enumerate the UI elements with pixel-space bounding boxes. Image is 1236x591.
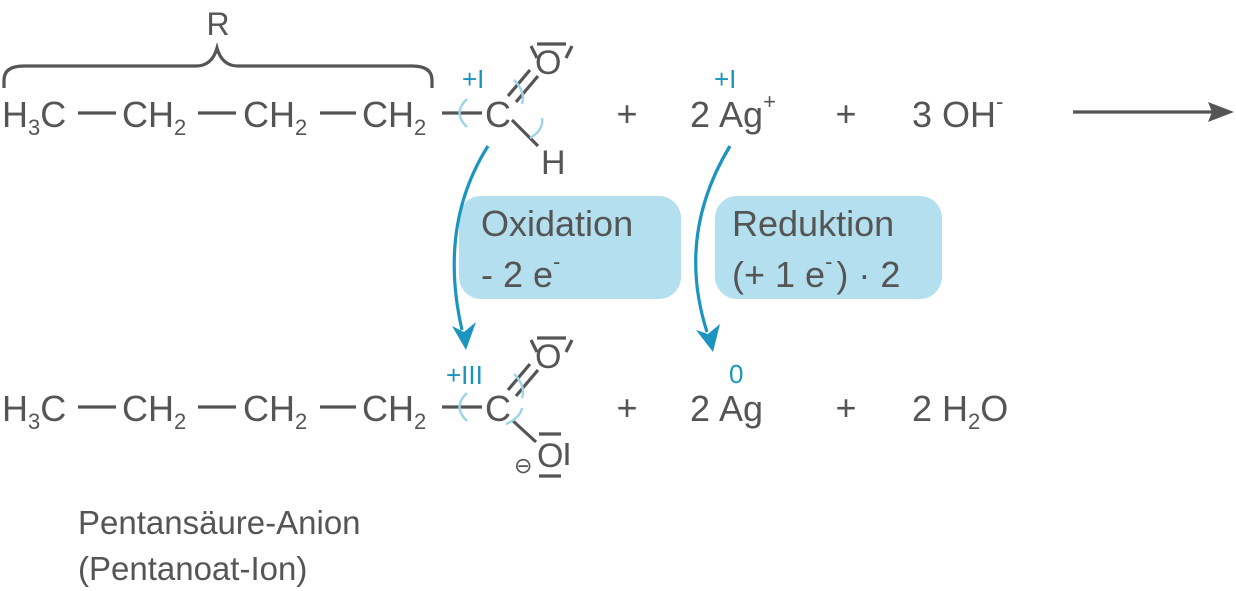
plus-sign: + bbox=[835, 387, 856, 428]
product-carboxylate: H3C CH2 CH2 CH2 C +III O O ⊖ bbox=[2, 336, 574, 478]
svg-text:CH2: CH2 bbox=[243, 388, 307, 434]
oxidation-number-silver-1: +I bbox=[714, 64, 736, 94]
bond-arc bbox=[458, 98, 468, 128]
svg-text:Oxidation: Oxidation bbox=[481, 203, 633, 244]
plus-sign: + bbox=[616, 387, 637, 428]
oxidation-box: Oxidation - 2 e- bbox=[459, 196, 681, 299]
bond-arc bbox=[513, 79, 525, 105]
product-name-line1: Pentansäure-Anion bbox=[78, 504, 361, 541]
svg-text:CH2: CH2 bbox=[122, 388, 186, 434]
svg-text:CH2: CH2 bbox=[243, 94, 307, 140]
svg-text:Reduktion: Reduktion bbox=[732, 203, 894, 244]
oxidation-number-carbon-2: +III bbox=[446, 360, 483, 390]
carboxylate-oxygen: O bbox=[537, 437, 563, 475]
svg-text:CH2: CH2 bbox=[362, 388, 426, 434]
oxidation-arrow bbox=[452, 145, 490, 350]
reduction-arrow bbox=[694, 145, 732, 352]
reaction-arrow bbox=[1073, 102, 1234, 122]
product-name-line2: (Pentanoat-Ion) bbox=[78, 550, 307, 587]
r-brace bbox=[2, 42, 434, 88]
subscript: 3 bbox=[28, 115, 40, 140]
r-label: R bbox=[206, 6, 229, 42]
hydroxide: 3 OH- bbox=[912, 89, 1003, 135]
svg-text:(+ 1 e-) · 2: (+ 1 e-) · 2 bbox=[732, 249, 900, 295]
carbonyl-oxygen: O bbox=[535, 44, 561, 82]
atom-c: C bbox=[40, 94, 66, 135]
aldehyde-hydrogen: H bbox=[541, 144, 566, 182]
plus-sign: + bbox=[616, 93, 637, 134]
carbonyl-oxygen: O bbox=[535, 338, 561, 376]
reactant-aldehyde: H3C CH2 CH2 CH2 C +I O H bbox=[2, 42, 574, 182]
svg-text:H3C: H3C bbox=[2, 94, 66, 140]
oxidation-number-carbon-1: +I bbox=[462, 64, 484, 94]
carbonyl-carbon: C bbox=[485, 94, 511, 135]
plus-sign: + bbox=[835, 93, 856, 134]
water: 2 H2O bbox=[912, 388, 1008, 434]
svg-text:CH2: CH2 bbox=[362, 94, 426, 140]
svg-text:- 2 e-: - 2 e- bbox=[481, 249, 560, 295]
oxidation-number-silver-2: 0 bbox=[729, 359, 743, 389]
negative-charge: ⊖ bbox=[514, 453, 532, 478]
bond-arc bbox=[529, 117, 544, 140]
svg-text:2Ag+: 2Ag+ bbox=[690, 89, 776, 135]
atom-h: H bbox=[2, 94, 28, 135]
carboxyl-carbon: C bbox=[485, 388, 511, 429]
svg-text:CH2: CH2 bbox=[122, 94, 186, 140]
svg-text:H3C: H3C bbox=[2, 388, 66, 434]
reduction-box: Reduktion (+ 1 e-) · 2 bbox=[715, 196, 942, 299]
svg-text:2Ag: 2Ag bbox=[690, 388, 763, 429]
